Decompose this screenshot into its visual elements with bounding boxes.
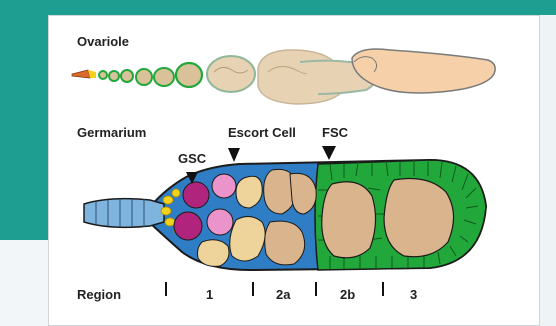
region-2a-label: 2a — [276, 287, 290, 302]
germarium-label: Germarium — [77, 125, 146, 140]
escort-cell-label: Escort Cell — [228, 125, 296, 140]
gsc-label: GSC — [178, 151, 206, 166]
fsc-arrow — [322, 146, 336, 160]
escort-cell-arrow — [228, 148, 240, 162]
ovariole-drawing — [72, 49, 495, 104]
region-1-label: 1 — [206, 287, 213, 302]
region-2b-label: 2b — [340, 287, 355, 302]
region-label: Region — [77, 287, 121, 302]
ovariole-label: Ovariole — [77, 34, 129, 49]
region-3-label: 3 — [410, 287, 417, 302]
fsc-label: FSC — [322, 125, 348, 140]
germarium-drawing — [84, 160, 486, 270]
